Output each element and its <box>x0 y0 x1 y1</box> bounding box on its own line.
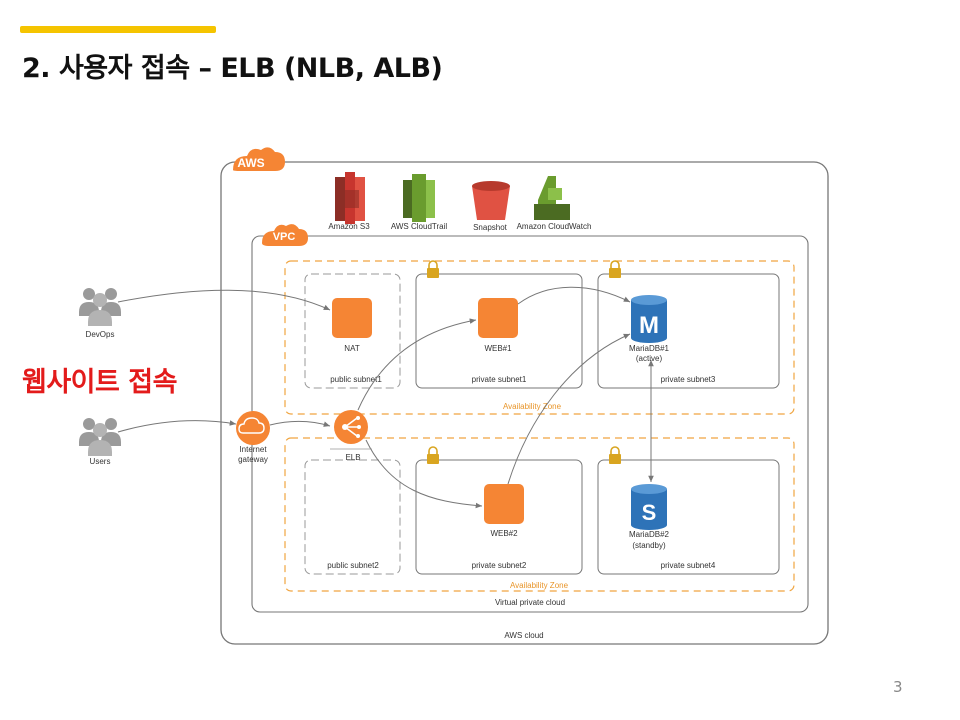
devops-group-icon <box>79 288 121 326</box>
elb-to-web2-arrow <box>365 439 483 509</box>
vpc-label: Virtual private cloud <box>495 598 565 607</box>
web2-to-db1-arrow <box>507 333 631 485</box>
mariadb-standby-label-line2: (standby) <box>632 541 666 550</box>
title-accent-bar <box>20 26 216 33</box>
lock-icon <box>609 446 621 464</box>
users-to-gateway-arrow <box>117 420 237 433</box>
mariadb-standby-icon: S <box>631 484 667 530</box>
private-subnet-4 <box>597 459 780 575</box>
mariadb-active-label-line2: (active) <box>636 354 663 363</box>
nat-instance-icon <box>332 298 372 338</box>
aws-cloudtrail-label: AWS CloudTrail <box>391 222 448 231</box>
elb-to-web1-arrow <box>357 318 477 411</box>
users-label: Users <box>90 457 111 466</box>
private-subnet-2-label: private subnet2 <box>472 561 527 570</box>
page-number: 3 <box>893 678 903 696</box>
public-subnet-2 <box>304 459 401 575</box>
amazon-cloudwatch-label: Amazon CloudWatch <box>517 222 592 231</box>
elb-label: ELB <box>345 453 360 462</box>
devops-label: DevOps <box>86 330 115 339</box>
amazon-s3-icon <box>335 172 365 224</box>
lock-icon <box>609 260 621 278</box>
vpc-badge-text: VPC <box>273 231 296 243</box>
availability-zone-1 <box>284 260 795 415</box>
public-subnet-2-label: public subnet2 <box>327 561 379 570</box>
elb-icon <box>334 410 368 444</box>
web1-label: WEB#1 <box>484 344 512 353</box>
mariadb-active-letter: M <box>639 312 659 339</box>
page-title: 2. 사용자 접속 – ELB (NLB, ALB) <box>22 53 443 84</box>
aws-cloudtrail-icon <box>403 174 435 222</box>
nat-label: NAT <box>344 344 360 353</box>
amazon-cloudwatch-icon <box>534 176 570 220</box>
private-subnet-3 <box>597 273 780 389</box>
availability-zone-2 <box>284 437 795 592</box>
internet-gateway-label-line2: gateway <box>238 455 268 464</box>
public-subnet-1 <box>304 273 401 389</box>
private-subnet-2 <box>415 459 583 575</box>
vpc-badge: VPC <box>262 224 308 246</box>
private-subnet-3-label: private subnet3 <box>661 375 716 384</box>
aws-badge-text: AWS <box>237 156 264 170</box>
internet-gateway-icon <box>236 411 270 445</box>
internet-gateway-label-line1: Internet <box>239 445 267 454</box>
mariadb-standby-letter: S <box>642 500 657 525</box>
aws-cloud-box <box>220 161 829 645</box>
availability-zone-2-label: Availability Zone <box>510 581 569 590</box>
users-group-icon <box>79 418 121 456</box>
private-subnet-4-label: private subnet4 <box>661 561 716 570</box>
private-subnet-1 <box>415 273 583 389</box>
availability-zone-1-label: Availability Zone <box>503 402 562 411</box>
private-subnet-1-label: private subnet1 <box>472 375 527 384</box>
aws-badge: AWS <box>233 147 285 171</box>
website-access-label: 웹사이트 접속 <box>22 367 177 398</box>
mariadb-standby-label-line1: MariaDB#2 <box>629 530 670 539</box>
web2-instance-icon <box>484 484 524 524</box>
web1-to-db1-arrow <box>517 286 631 305</box>
web1-instance-icon <box>478 298 518 338</box>
gateway-to-elb-arrow <box>269 420 331 427</box>
aws-cloud-label: AWS cloud <box>504 631 543 640</box>
mariadb-active-label-line1: MariaDB#1 <box>629 344 670 353</box>
public-subnet-1-label: public subnet1 <box>330 375 382 384</box>
web2-label: WEB#2 <box>490 529 518 538</box>
lock-icon <box>427 260 439 278</box>
mariadb-active-icon: M <box>631 295 667 343</box>
amazon-s3-label: Amazon S3 <box>328 222 370 231</box>
lock-icon <box>427 446 439 464</box>
snapshot-icon <box>472 181 510 220</box>
snapshot-label: Snapshot <box>473 223 508 232</box>
devops-to-nat-arrow <box>117 289 331 311</box>
